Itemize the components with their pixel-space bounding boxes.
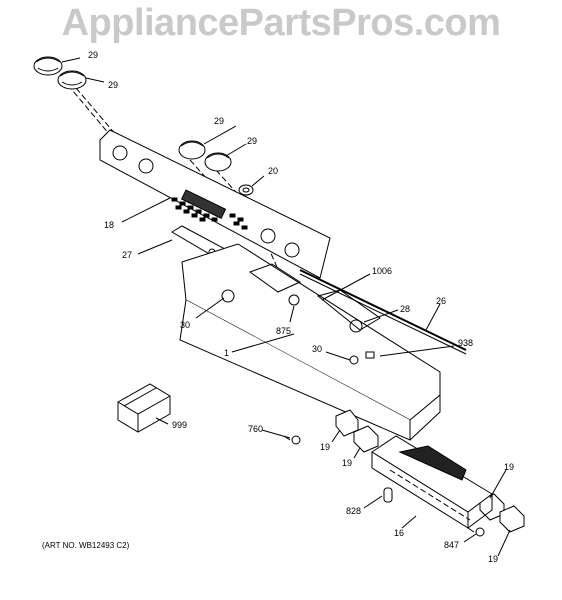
callout-16: 16: [394, 528, 404, 538]
callout-30: 30: [180, 320, 190, 330]
callout-828: 828: [346, 506, 361, 516]
callout-19: 19: [504, 462, 514, 472]
ring-20: [238, 184, 254, 196]
callout-19: 19: [320, 442, 330, 452]
callout-28: 28: [400, 304, 410, 314]
parts-box-999: [117, 383, 171, 433]
callout-1: 1: [224, 348, 229, 358]
callout-29: 29: [108, 80, 118, 90]
callout-999: 999: [172, 420, 187, 430]
control-panel-18: [99, 129, 331, 279]
callout-847: 847: [444, 540, 459, 550]
screw-847: [467, 527, 485, 537]
callout-30: 30: [312, 344, 322, 354]
control-housing-1: [179, 243, 441, 441]
callout-26: 26: [436, 296, 446, 306]
knob-29-d: [204, 152, 232, 172]
callout-29: 29: [88, 50, 98, 60]
callout-875: 875: [276, 326, 291, 336]
art-number: (ART NO. WB12493 C2): [42, 541, 130, 550]
callout-760: 760: [248, 424, 263, 434]
watermark-text: AppliancePartsPros.com: [61, 2, 501, 44]
plug-828: [383, 487, 393, 503]
connector-19-d: [499, 505, 525, 533]
callout-19: 19: [488, 554, 498, 564]
rod-26: [299, 269, 467, 351]
knob-29-c: [178, 140, 206, 160]
callout-29: 29: [247, 136, 257, 146]
knob-29-b: [57, 70, 87, 90]
control-board-16: [371, 435, 493, 529]
knob-29-a: [33, 56, 63, 76]
connector-19-b: [353, 425, 379, 453]
callout-29: 29: [214, 116, 224, 126]
callout-27: 27: [122, 250, 132, 260]
callout-18: 18: [104, 220, 114, 230]
alignment-line: [389, 469, 471, 521]
callout-1006: 1006: [372, 266, 392, 276]
callout-938: 938: [458, 338, 473, 348]
callout-20: 20: [268, 166, 278, 176]
callout-19: 19: [342, 458, 352, 468]
